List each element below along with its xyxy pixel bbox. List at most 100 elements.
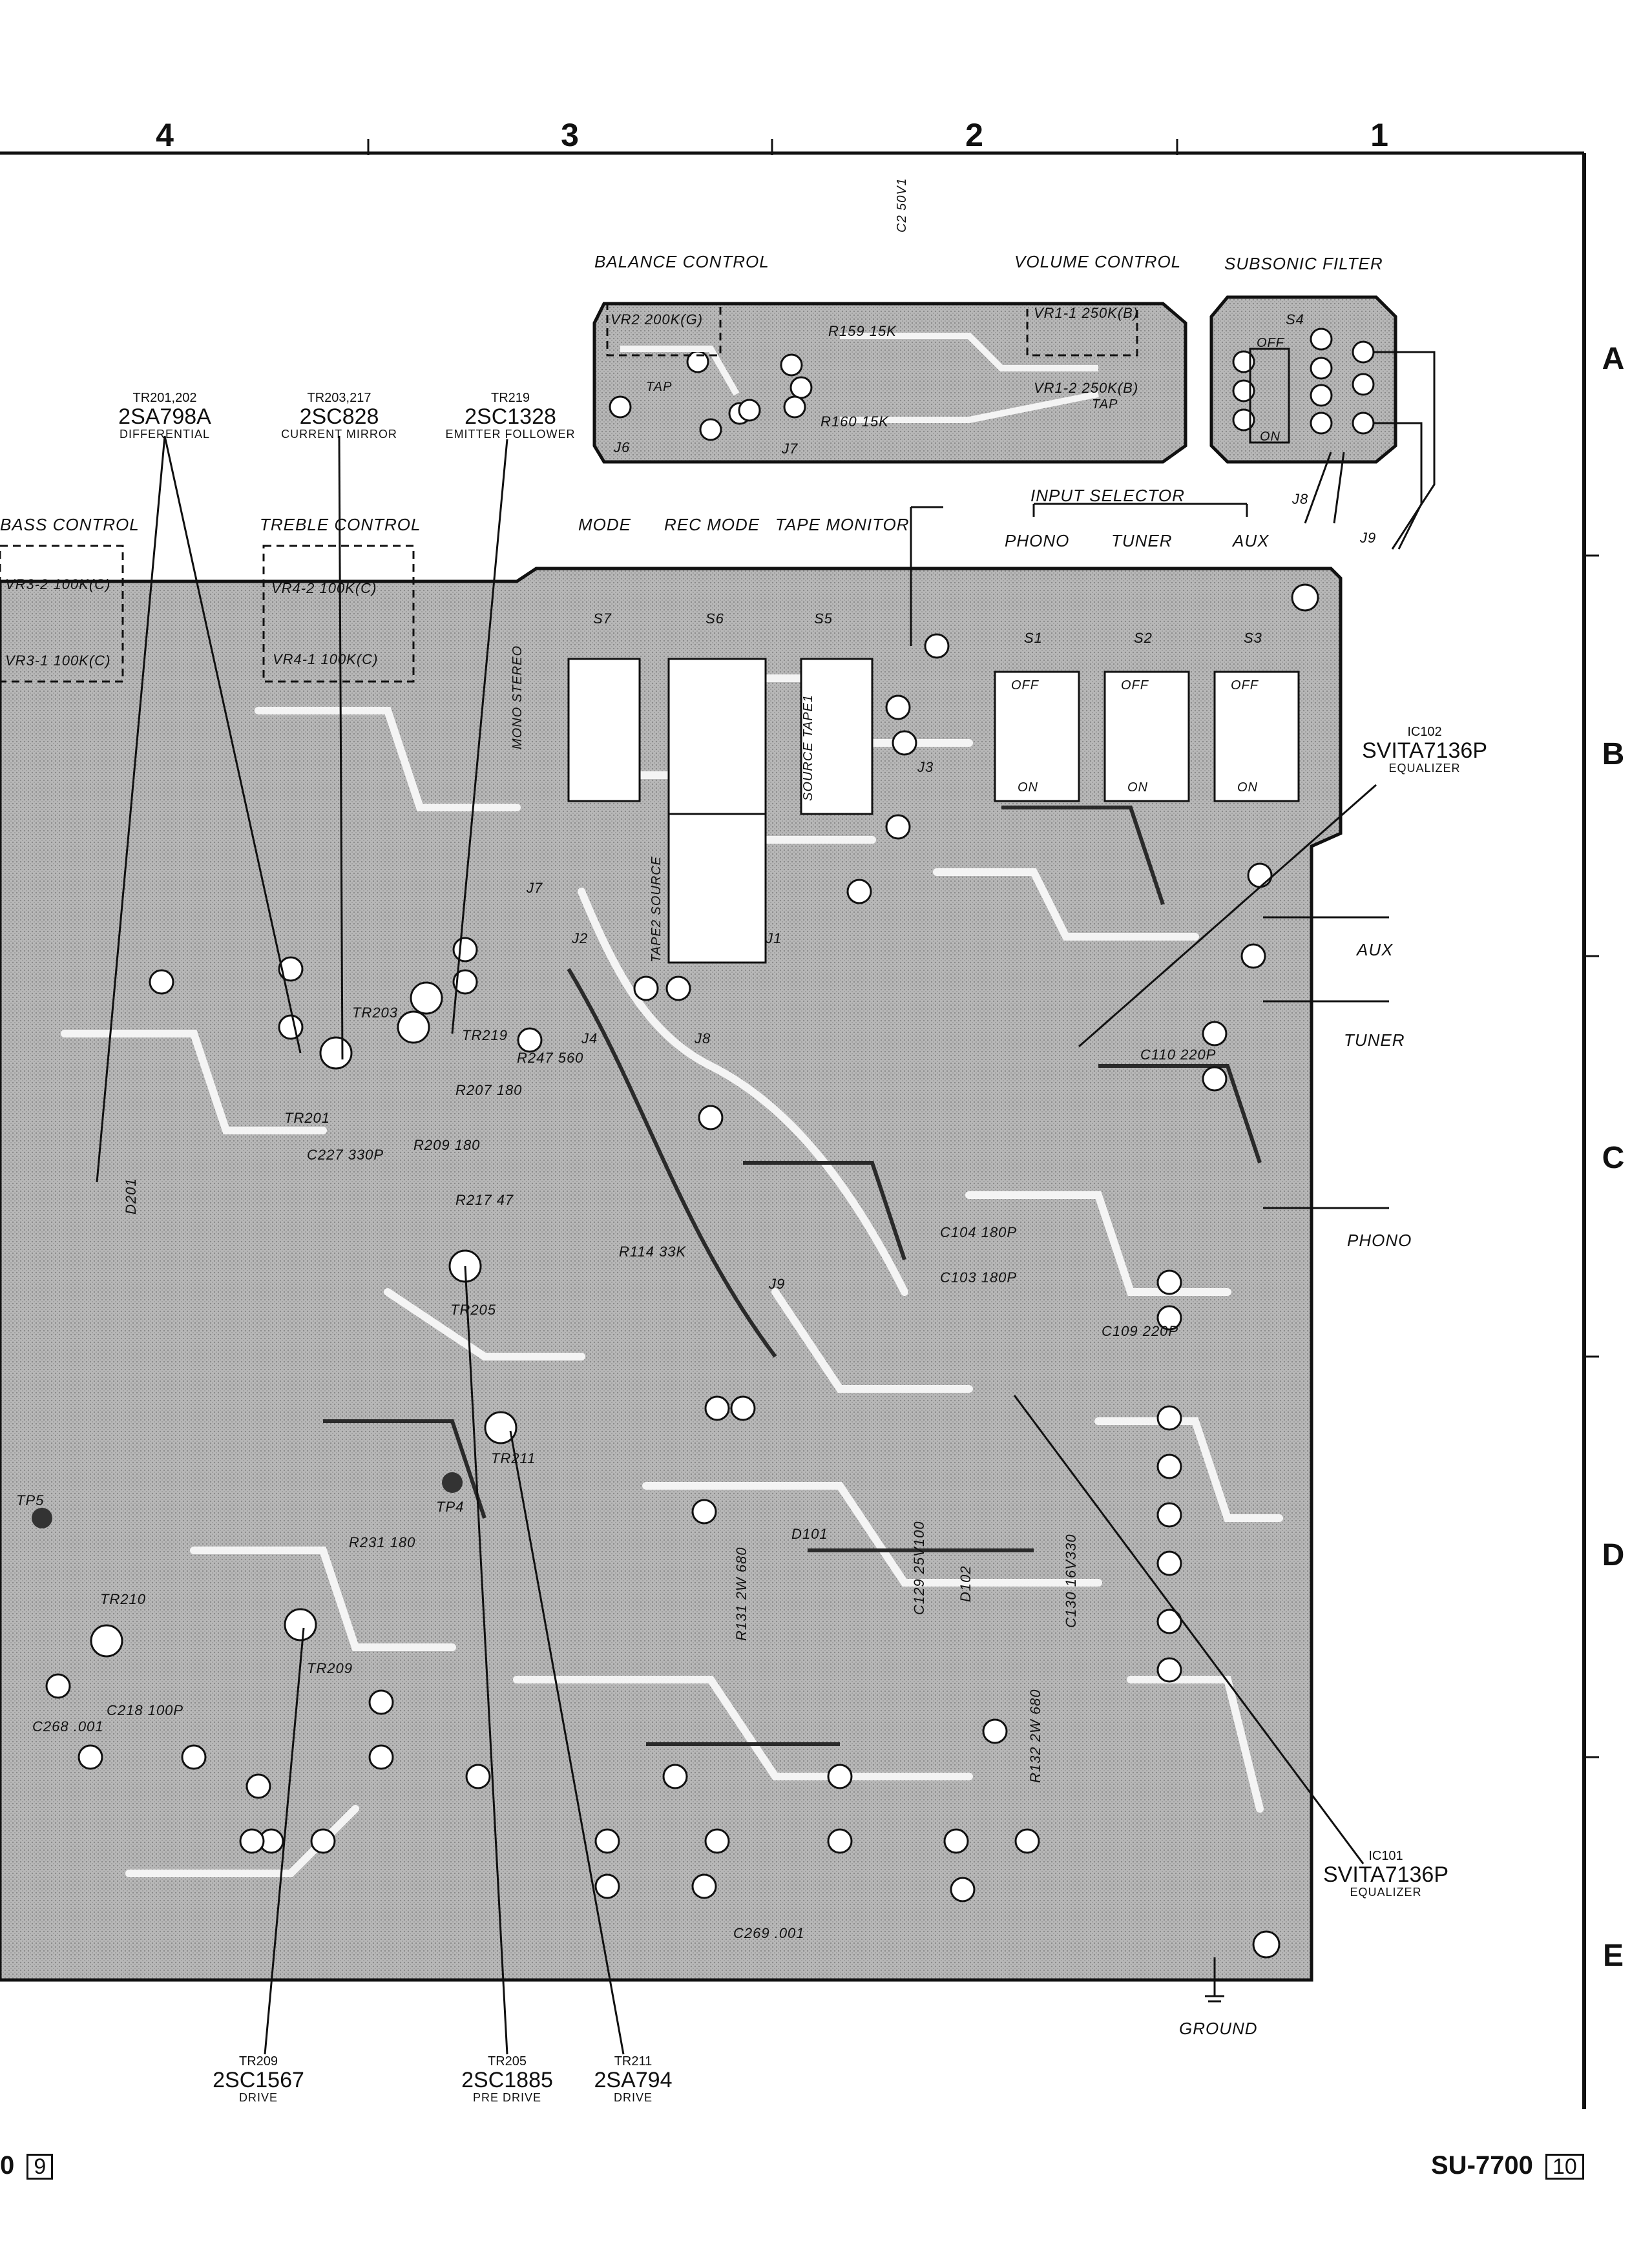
- footer-right: SU-7700 10: [1431, 2151, 1584, 2180]
- s2-off-label: OFF: [1121, 678, 1149, 693]
- callout-ic102: IC102 SVITA7136P EQUALIZER: [1350, 725, 1499, 775]
- vr1-1-label: VR1-1 250K(B): [1034, 305, 1139, 321]
- j8-upper-label: J8: [1292, 491, 1309, 507]
- callout-function: EQUALIZER: [1350, 1886, 1422, 1899]
- model-number: SU-7700: [1431, 2151, 1533, 2180]
- tape-monitor-label: TAPE MONITOR: [775, 515, 910, 534]
- s1-off-label: OFF: [1011, 678, 1039, 693]
- c103-label: C103 180P: [940, 1269, 1018, 1286]
- c227-label: C227 330P: [307, 1147, 384, 1163]
- c104-label: C104 180P: [940, 1224, 1018, 1240]
- callout-function: CURRENT MIRROR: [281, 428, 397, 441]
- grid-row-c: C: [1602, 1141, 1625, 1175]
- r217-label: R217 47: [455, 1192, 514, 1208]
- tr209-label: TR209: [307, 1660, 353, 1676]
- r231-label: R231 180: [349, 1534, 416, 1550]
- tape2-source-label: TAPE2 SOURCE: [649, 856, 664, 963]
- c110-label: C110 220P: [1140, 1047, 1217, 1063]
- vr3-2-label: VR3-2 100K(C): [5, 576, 111, 592]
- vr3-1-label: VR3-1 100K(C): [5, 652, 111, 669]
- d201-label: D201: [123, 1178, 139, 1214]
- callout-function: EMITTER FOLLOWER: [445, 428, 576, 441]
- tr210-label: TR210: [100, 1591, 147, 1607]
- subsonic-filter-label: SUBSONIC FILTER: [1224, 254, 1383, 273]
- main-pcb: [0, 567, 1343, 1982]
- grid-row-d: D: [1602, 1538, 1625, 1572]
- s3-label: S3: [1244, 630, 1262, 646]
- r207-label: R207 180: [455, 1082, 523, 1098]
- vr4-1-label: VR4-1 100K(C): [273, 651, 379, 667]
- callout-part: 2SC1885: [461, 2068, 553, 2092]
- ground-label: GROUND: [1179, 2019, 1258, 2038]
- callout-tr219: TR219 2SC1328 EMITTER FOLLOWER: [430, 391, 591, 441]
- grid-row-b: B: [1602, 737, 1625, 771]
- callout-ref: TR205: [487, 2054, 527, 2068]
- callout-tr201-202: TR201,202 2SA798A DIFFERENTIAL: [97, 391, 233, 441]
- s1-label: S1: [1024, 630, 1043, 646]
- j2-label: J2: [572, 930, 589, 946]
- tr211-label: TR211: [491, 1450, 536, 1466]
- s1-on-label: ON: [1018, 780, 1038, 795]
- s2-on-label: ON: [1127, 780, 1148, 795]
- c2-label: C2 50V1: [895, 178, 909, 233]
- callout-ref: TR219: [490, 391, 530, 405]
- j7-label: J7: [527, 880, 543, 896]
- j6-label: J6: [614, 439, 631, 455]
- tuner-selector-label: TUNER: [1111, 531, 1173, 550]
- mode-label: MODE: [578, 515, 631, 534]
- callout-part: 2SC828: [299, 404, 379, 429]
- grid-column-4: 4: [156, 117, 174, 153]
- callout-function: EQUALIZER: [1388, 762, 1461, 775]
- callout-ref: IC102: [1407, 725, 1442, 739]
- footer-left-prefix: 0: [0, 2151, 15, 2180]
- d102-label: D102: [957, 1565, 974, 1602]
- input-selector-label: INPUT SELECTOR: [1030, 486, 1185, 505]
- callout-ref: TR211: [614, 2054, 653, 2068]
- s6-label: S6: [706, 610, 724, 627]
- j9-label: J9: [769, 1276, 786, 1292]
- vr4-2-label: VR4-2 100K(C): [271, 580, 377, 596]
- j7-upper-label: J7: [782, 441, 799, 457]
- frame: [0, 139, 1599, 2109]
- r160-label: R160 15K: [821, 413, 889, 430]
- c268-label: C268 .001: [32, 1718, 104, 1735]
- r247-label: R247 560: [517, 1050, 584, 1066]
- c218-label: C218 100P: [107, 1702, 184, 1718]
- s3-on-label: ON: [1237, 780, 1258, 795]
- callout-function: PRE DRIVE: [472, 2091, 542, 2104]
- callout-tr211: TR211 2SA794 DRIVE: [569, 2054, 698, 2105]
- s3-off-label: OFF: [1231, 678, 1259, 693]
- grid-row-a: A: [1602, 342, 1625, 376]
- grid-column-2: 2: [965, 117, 983, 153]
- page-number-right: 10: [1545, 2154, 1584, 2180]
- tr219-label: TR219: [462, 1027, 508, 1043]
- callout-part: 2SA794: [594, 2068, 673, 2092]
- mono-stereo-label: MONO STEREO: [510, 645, 525, 749]
- tap-label-volume: TAP: [1092, 397, 1118, 412]
- aux-selector-label: AUX: [1233, 531, 1270, 550]
- rec-mode-label: REC MODE: [664, 515, 760, 534]
- volume-control-label: VOLUME CONTROL: [1014, 252, 1182, 271]
- r132-label: R132 2W 680: [1027, 1689, 1043, 1783]
- callout-part: 2SC1567: [213, 2068, 304, 2092]
- j4-label: J4: [581, 1030, 598, 1047]
- tr205-label: TR205: [450, 1302, 497, 1318]
- tuner-terminal-label: TUNER: [1344, 1030, 1405, 1050]
- r114-label: R114 33K: [619, 1244, 687, 1260]
- callout-part: SVITA7136P: [1323, 1862, 1449, 1887]
- s4-off-label: OFF: [1257, 336, 1284, 350]
- phono-selector-label: PHONO: [1005, 531, 1070, 550]
- volume-board: [592, 302, 1187, 464]
- r209-label: R209 180: [413, 1137, 481, 1153]
- callout-function: DRIVE: [613, 2091, 653, 2104]
- callout-ref: TR209: [238, 2054, 278, 2068]
- subsonic-board: [1209, 295, 1436, 550]
- s2-label: S2: [1134, 630, 1153, 646]
- s5-label: S5: [814, 610, 833, 627]
- grid-column-1: 1: [1370, 117, 1388, 153]
- callout-ref: IC101: [1368, 1849, 1403, 1863]
- grid-row-e: E: [1602, 1939, 1624, 1973]
- tap-label-balance: TAP: [646, 380, 673, 394]
- tr201-label: TR201: [284, 1110, 331, 1126]
- callout-part: 2SC1328: [465, 404, 556, 429]
